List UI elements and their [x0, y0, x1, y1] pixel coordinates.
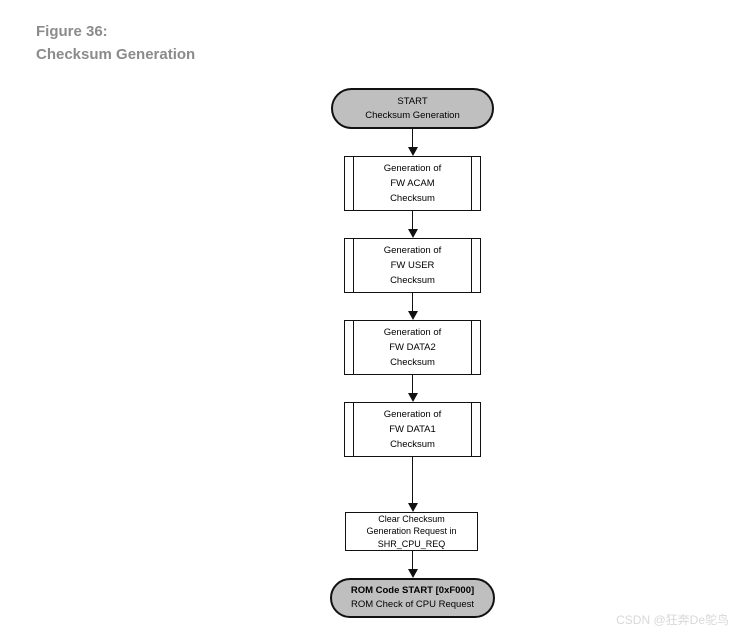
flow-arrow-5 [407, 457, 418, 512]
arrow-head-icon [407, 229, 418, 238]
flow-arrow-3 [407, 293, 418, 320]
flow-node-clear-request: Clear Checksum Generation Request in SHR… [345, 512, 478, 551]
step-line: Checksum [390, 439, 435, 450]
flow-arrow-6 [407, 551, 418, 578]
arrow-head-icon [407, 393, 418, 402]
watermark: CSDN @狂奔De鸵鸟 [616, 613, 729, 627]
step-line: Generation of [383, 409, 442, 420]
step-line: FW ACAM [390, 178, 435, 189]
flow-node-rom-start: ROM Code START [0xF000] ROM Check of CPU… [330, 578, 495, 618]
clear-line: SHR_CPU_REQ [377, 538, 446, 549]
figure-title: Figure 36: Checksum Generation [36, 20, 195, 66]
arrow-shaft [412, 211, 414, 231]
flow-arrow-2 [407, 211, 418, 238]
flow-arrow-1 [407, 129, 418, 156]
end-label-line1: ROM Code START [0xF000] [350, 585, 475, 596]
clear-line: Clear Checksum [378, 513, 445, 524]
step-line: FW DATA1 [389, 424, 436, 435]
step-line: Checksum [390, 357, 435, 368]
flow-node-start: START Checksum Generation [331, 88, 494, 129]
step-line: FW USER [390, 260, 435, 271]
arrow-head-icon [407, 311, 418, 320]
flow-node-fw-user-checksum: Generation of FW USER Checksum [344, 238, 481, 293]
flow-node-fw-acam-checksum: Generation of FW ACAM Checksum [344, 156, 481, 211]
arrow-shaft [412, 129, 414, 149]
step-line: Checksum [390, 193, 435, 204]
step-line: Checksum [390, 275, 435, 286]
step-line: Generation of [383, 327, 442, 338]
end-label-line2: ROM Check of CPU Request [350, 599, 474, 610]
arrow-shaft [412, 375, 414, 395]
start-label-line2: Checksum Generation [365, 109, 460, 121]
figure-caption: Checksum Generation [36, 46, 196, 63]
arrow-head-icon [407, 503, 418, 512]
flow-node-fw-data1-checksum: Generation of FW DATA1 Checksum [344, 402, 481, 457]
flow-arrow-4 [407, 375, 418, 402]
figure-number: Figure 36: [36, 23, 108, 40]
flow-node-fw-data2-checksum: Generation of FW DATA2 Checksum [344, 320, 481, 375]
clear-line: Generation Request in [366, 526, 457, 537]
arrow-head-icon [407, 147, 418, 156]
arrow-shaft [412, 293, 414, 313]
step-line: Generation of [383, 245, 442, 256]
step-line: FW DATA2 [389, 342, 436, 353]
arrow-head-icon [407, 569, 418, 578]
arrow-shaft [412, 457, 414, 505]
step-line: Generation of [383, 163, 442, 174]
arrow-shaft [412, 551, 414, 571]
start-label-line1: START [397, 95, 428, 107]
